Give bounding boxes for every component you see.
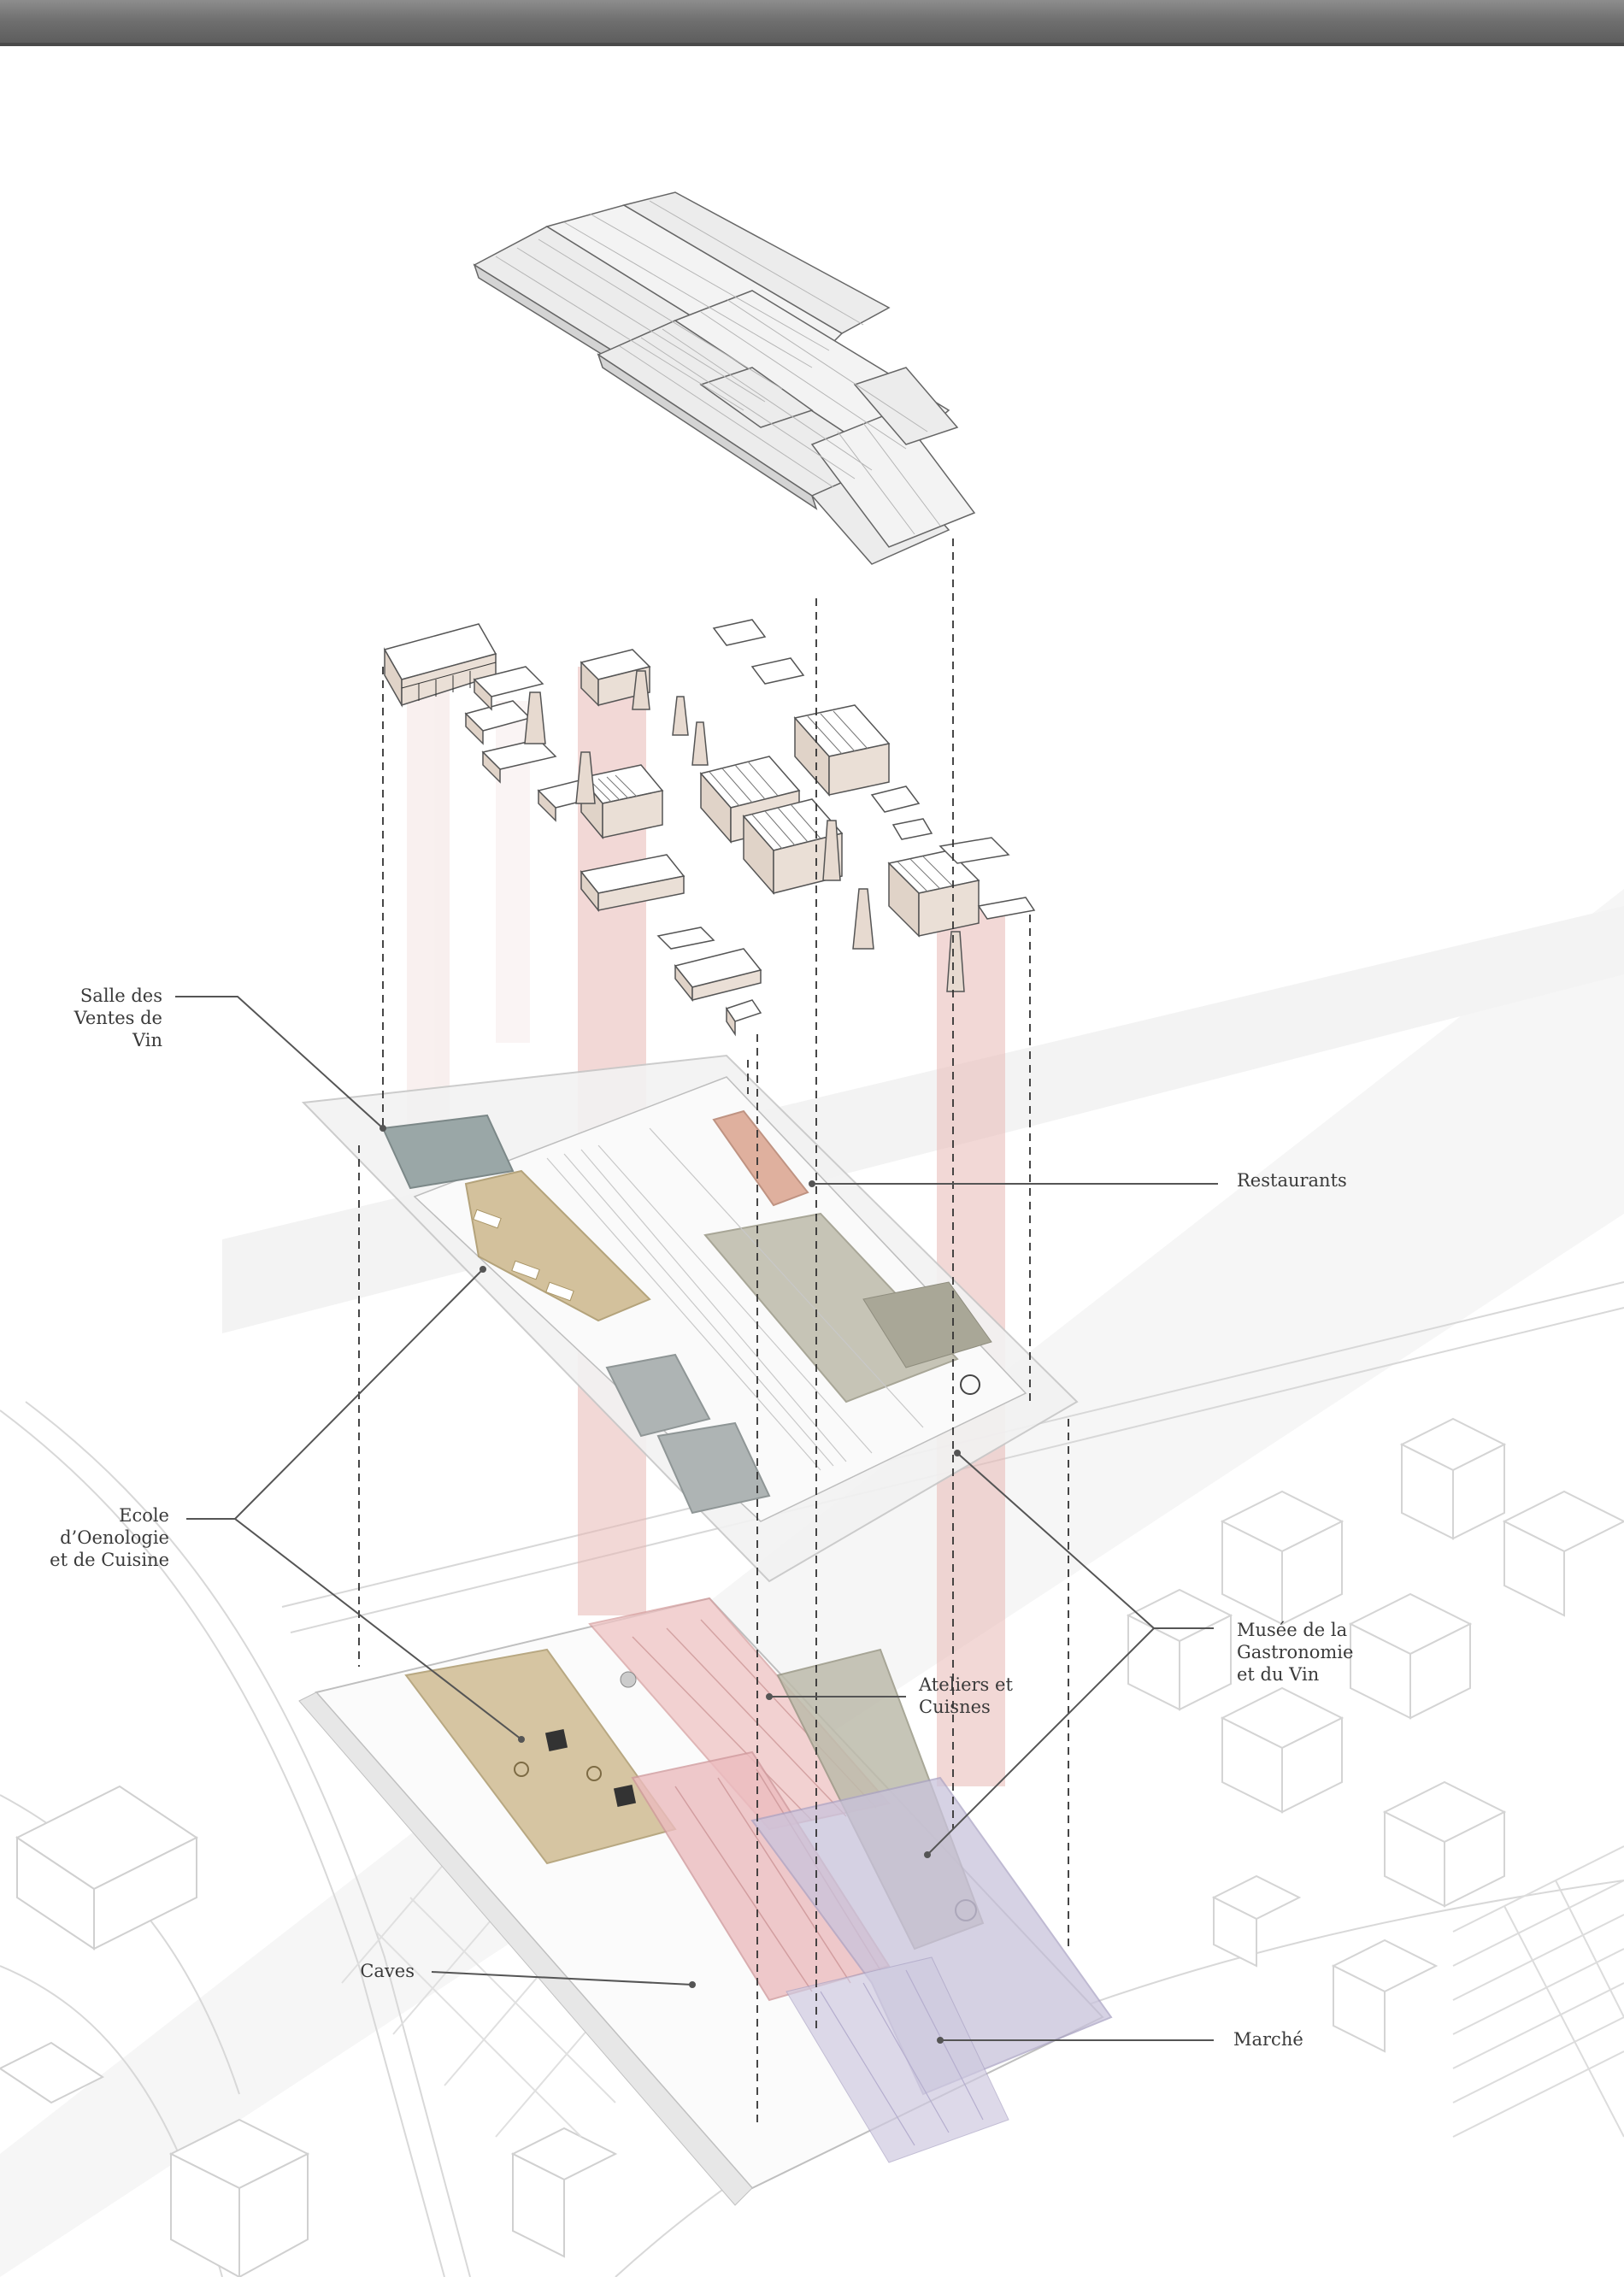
ecole-zone-middle <box>464 1169 651 1322</box>
middle-floor-plan <box>301 1054 1079 1583</box>
roof-sheds <box>473 191 976 565</box>
label-musee: Musée de la Gastronomie et du Vin <box>1237 1620 1354 1685</box>
lower-floor-plan <box>298 1597 1113 2206</box>
leader-lines <box>175 996 1218 2044</box>
label-caves: Caves <box>360 1961 415 1981</box>
label-restaurants: Restaurants <box>1237 1170 1347 1191</box>
label-salle-ventes: Salle des Ventes de Vin <box>74 986 162 1050</box>
salle-ventes-zone <box>381 1114 515 1190</box>
building-volumes <box>383 619 1036 1037</box>
label-ecole: Ecole d’Oenologie et de Cuisine <box>50 1505 169 1570</box>
restaurants-zone <box>712 1109 809 1207</box>
marche-zone <box>750 1776 1113 2096</box>
header-band <box>0 0 1624 46</box>
label-marche: Marché <box>1233 2029 1303 2050</box>
musee-zone-middle <box>703 1212 959 1403</box>
label-ateliers: Ateliers et Cuisnes <box>919 1674 1013 1717</box>
